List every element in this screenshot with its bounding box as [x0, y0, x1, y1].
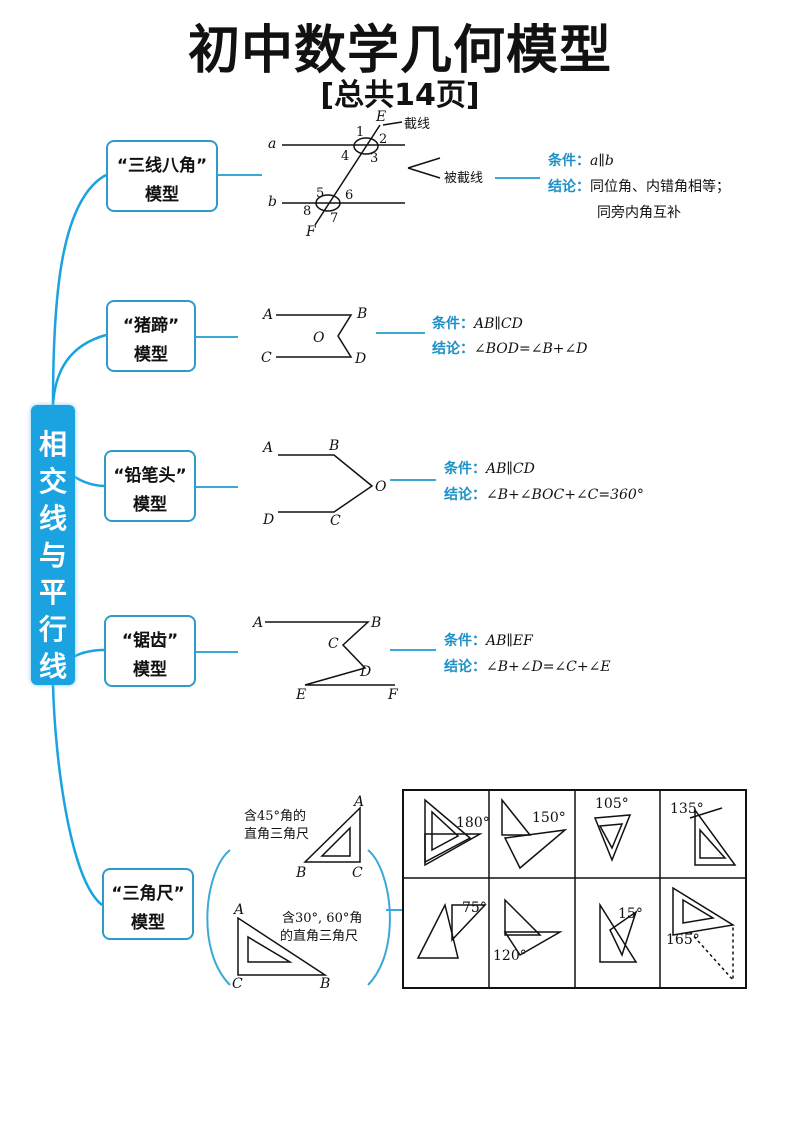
condition-2: 条件：AB∥CD: [432, 316, 523, 332]
label-cutted: 被截线: [444, 171, 483, 186]
svg-text:1: 1: [356, 125, 364, 140]
angle-120: 120°: [493, 948, 527, 964]
svg-text:5: 5: [316, 186, 324, 201]
label-a: a: [268, 136, 276, 152]
svg-text:A: A: [261, 440, 273, 456]
topic-box: 相 交 线 与 平 行 线: [31, 405, 75, 685]
model-node-zhuti: “猪蹄” 模型: [106, 300, 196, 372]
condition-1: 条件：a∥b: [548, 153, 614, 169]
svg-text:2: 2: [379, 132, 387, 147]
svg-text:8: 8: [303, 204, 311, 219]
angle-165: 165°: [666, 932, 700, 948]
page-subtitle: [总共14页]: [320, 78, 480, 113]
label-cut: 截线: [404, 117, 430, 132]
svg-text:C: C: [330, 513, 341, 529]
condition-3: 条件：AB∥CD: [444, 461, 535, 477]
svg-text:含45°角的: 含45°角的: [244, 808, 306, 824]
svg-text:6: 6: [345, 188, 353, 203]
model-suffix: 模型: [131, 913, 165, 933]
svg-text:D: D: [359, 664, 371, 680]
condition-4: 条件：AB∥EF: [444, 633, 533, 649]
angle-135: 135°: [670, 801, 704, 817]
svg-text:B: B: [328, 438, 339, 454]
model-node-sanjiaochi: “三角尺” 模型: [102, 868, 194, 940]
topic-char: 与: [38, 539, 67, 572]
angle-15: 15°: [618, 906, 643, 922]
topic-char: 线: [38, 502, 67, 535]
angle-105: 105°: [595, 796, 629, 812]
conclusion-2: 结论：∠BOD=∠B+∠D: [432, 341, 588, 357]
topic-char: 行: [38, 613, 67, 646]
model-suffix: 模型: [145, 185, 179, 205]
model-name: “三线八角”: [116, 156, 208, 176]
topic-char: 线: [38, 650, 67, 683]
svg-text:A: A: [251, 615, 263, 631]
svg-text:C: C: [232, 976, 243, 992]
model-node-sanxian: “三线八角” 模型: [106, 140, 218, 212]
angle-180: 180°: [456, 815, 490, 831]
svg-text:B: B: [319, 976, 330, 992]
svg-text:B: B: [370, 615, 381, 631]
svg-text:A: A: [261, 307, 273, 323]
svg-text:D: D: [262, 512, 274, 528]
label-E: E: [375, 109, 386, 125]
svg-text:4: 4: [341, 149, 349, 164]
svg-text:的直角三角尺: 的直角三角尺: [280, 928, 358, 944]
model-suffix: 模型: [134, 345, 168, 365]
svg-text:O: O: [313, 330, 325, 346]
conclusion-1: 结论：同位角、内错角相等；: [548, 179, 730, 195]
page-title: 初中数学几何模型: [187, 21, 612, 81]
conclusion-4: 结论：∠B+∠D=∠C+∠E: [444, 659, 611, 675]
model-node-qianbitou: “铅笔头” 模型: [104, 450, 196, 522]
svg-text:直角三角尺: 直角三角尺: [244, 827, 309, 842]
svg-text:含30°, 60°角: 含30°, 60°角: [282, 910, 362, 926]
svg-text:3: 3: [370, 151, 378, 166]
svg-text:O: O: [375, 479, 387, 495]
svg-text:E: E: [295, 687, 306, 703]
topic-char: 相: [38, 428, 67, 461]
label-F: F: [305, 224, 317, 240]
svg-text:B: B: [356, 306, 367, 322]
svg-text:C: C: [261, 350, 272, 366]
topic-char: 交: [38, 465, 67, 498]
model-name: “三角尺”: [111, 884, 185, 904]
model-name: “铅笔头”: [113, 466, 187, 486]
model-node-juchi: “锯齿” 模型: [104, 615, 196, 687]
svg-text:A: A: [232, 902, 244, 918]
angle-75: 75°: [462, 900, 487, 916]
model-suffix: 模型: [133, 660, 167, 680]
model-name: “猪蹄”: [122, 316, 180, 336]
model-name: “锯齿”: [121, 631, 179, 651]
svg-text:A: A: [352, 794, 364, 810]
conclusion-1-cont: 同旁内角互补: [597, 205, 681, 221]
angle-grid: [402, 789, 747, 989]
topic-char: 平: [38, 576, 67, 609]
svg-text:C: C: [352, 865, 363, 881]
svg-text:D: D: [354, 351, 366, 367]
label-b: b: [268, 194, 277, 210]
angle-150: 150°: [532, 810, 566, 826]
svg-text:F: F: [387, 687, 399, 703]
model-suffix: 模型: [133, 495, 167, 515]
svg-text:7: 7: [330, 211, 338, 226]
conclusion-3: 结论：∠B+∠BOC+∠C=360°: [444, 487, 644, 503]
svg-text:C: C: [328, 636, 339, 652]
svg-text:B: B: [295, 865, 306, 881]
